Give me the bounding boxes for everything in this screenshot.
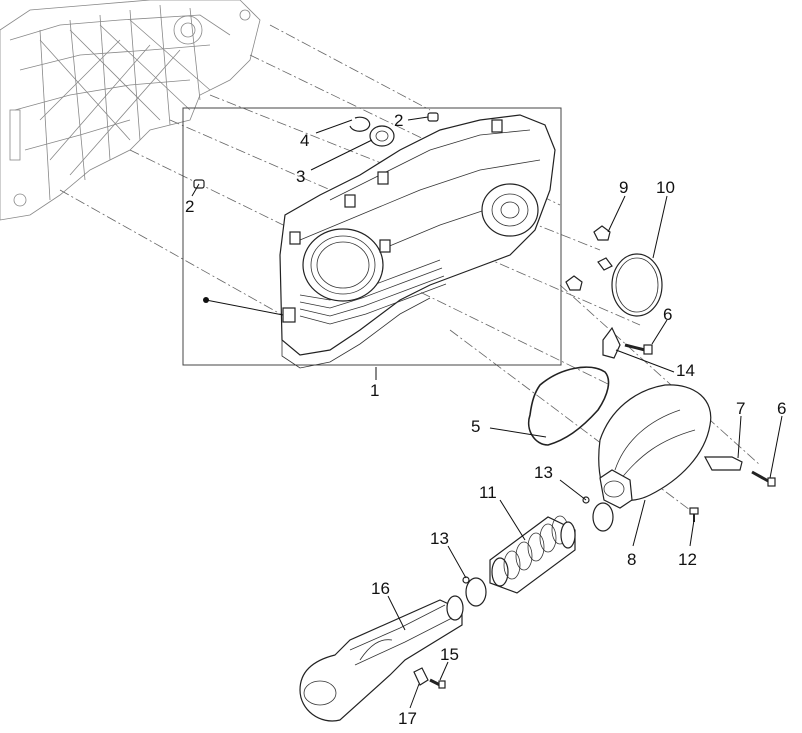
callout-15: 15 <box>440 645 459 664</box>
bellows-hose[interactable] <box>489 515 576 594</box>
duct-screw[interactable] <box>429 678 446 689</box>
callout-12: 12 <box>678 550 697 569</box>
callout-8: 8 <box>627 550 636 569</box>
part-1-group-frame <box>182 107 562 366</box>
callout-14: 14 <box>676 361 695 380</box>
gasket[interactable] <box>528 366 610 446</box>
callout-4: 4 <box>300 131 309 150</box>
engine-crankcase-drawing <box>0 0 261 221</box>
dowel-pin-upper[interactable] <box>427 112 439 122</box>
callout-1: 1 <box>370 381 379 400</box>
callout-6-upper: 6 <box>663 305 672 324</box>
callout-13-upper: 13 <box>534 463 553 482</box>
hose-clamp-lower[interactable] <box>462 576 487 607</box>
circlip[interactable] <box>349 116 371 132</box>
transmission-cover[interactable] <box>279 114 556 369</box>
callout-5: 5 <box>471 417 480 436</box>
callout-17: 17 <box>398 709 417 728</box>
callout-10: 10 <box>656 178 675 197</box>
callout-2-upper: 2 <box>394 111 403 130</box>
callout-7: 7 <box>736 399 745 418</box>
callout-3: 3 <box>296 167 305 186</box>
bracket[interactable] <box>602 326 621 359</box>
intake-duct[interactable] <box>299 595 464 722</box>
callout-16: 16 <box>371 579 390 598</box>
small-screw[interactable] <box>689 507 699 522</box>
support-plate[interactable] <box>703 456 743 471</box>
duct-clip[interactable] <box>413 667 429 686</box>
retaining-clip[interactable] <box>597 257 613 271</box>
cover-seal-disc[interactable] <box>611 253 663 317</box>
screw-upper[interactable] <box>624 343 653 355</box>
callout-labels: 1 2 2 3 4 5 6 6 7 8 9 10 11 12 13 13 14 … <box>185 111 786 728</box>
callout-13-lower: 13 <box>430 529 449 548</box>
callout-11: 11 <box>479 483 497 502</box>
damper-nut-upper[interactable] <box>593 225 611 241</box>
damper-nut-lower[interactable] <box>565 275 583 291</box>
leader-lines <box>191 116 783 709</box>
screw-lower[interactable] <box>751 470 776 487</box>
callout-9: 9 <box>619 178 628 197</box>
air-intake-housing[interactable] <box>598 384 712 509</box>
callout-2-left: 2 <box>185 197 194 216</box>
bearing[interactable] <box>369 125 395 147</box>
callout-6-lower: 6 <box>777 399 786 418</box>
